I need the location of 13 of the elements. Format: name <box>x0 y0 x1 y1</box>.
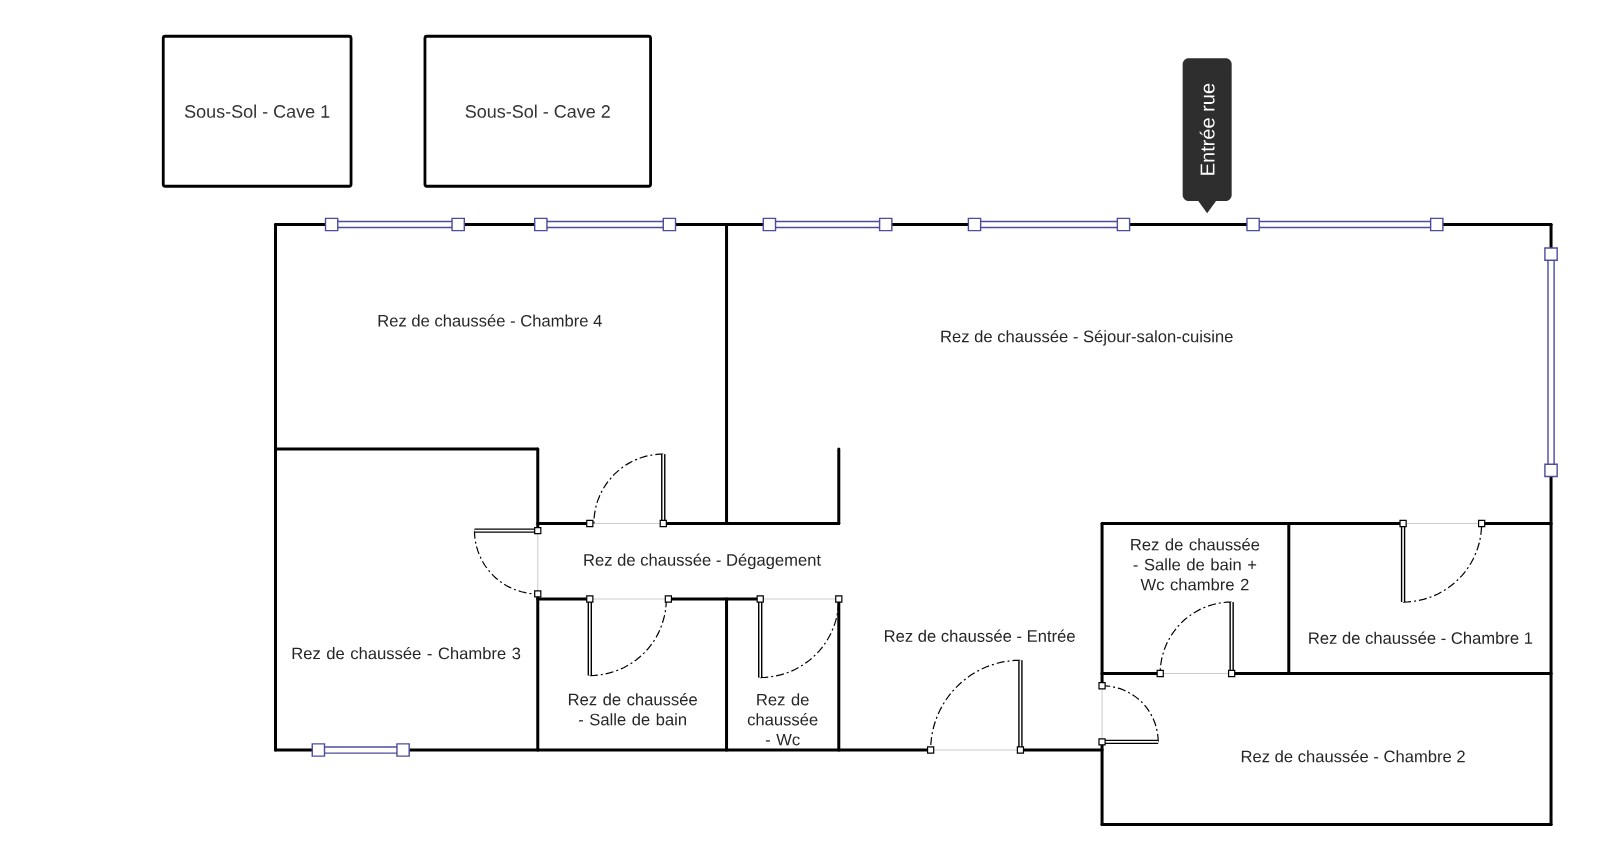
room-label: Rez de chaussée - Chambre 4 <box>378 314 602 327</box>
room-label: Rez de chaussée - Chambre 2 <box>1241 749 1465 763</box>
callout-badge: Entrée rue <box>1182 58 1232 214</box>
room-label: Rez de chaussée - Chambre 3 <box>292 646 521 660</box>
room-label: Rez de chaussée - Séjour-salon-cuisine <box>941 329 1233 346</box>
room-label: Rez de chaussée - Salle de bain + Wc chambre 2 <box>1131 538 1260 591</box>
room-label: Rez de chaussée - Chambre 1 <box>1309 631 1533 644</box>
room-box: Sous-Sol - Cave 1 <box>161 34 353 188</box>
room-label: Rez de chaussée - Wc <box>747 693 818 746</box>
room-label: Rez de chaussée - Entrée <box>885 629 1075 642</box>
room-box: Sous-Sol - Cave 2 <box>423 34 652 188</box>
room-label: Rez de chaussée - Dégagement <box>584 553 821 570</box>
room-label: Rez de chaussée - Salle de bain <box>568 693 697 726</box>
